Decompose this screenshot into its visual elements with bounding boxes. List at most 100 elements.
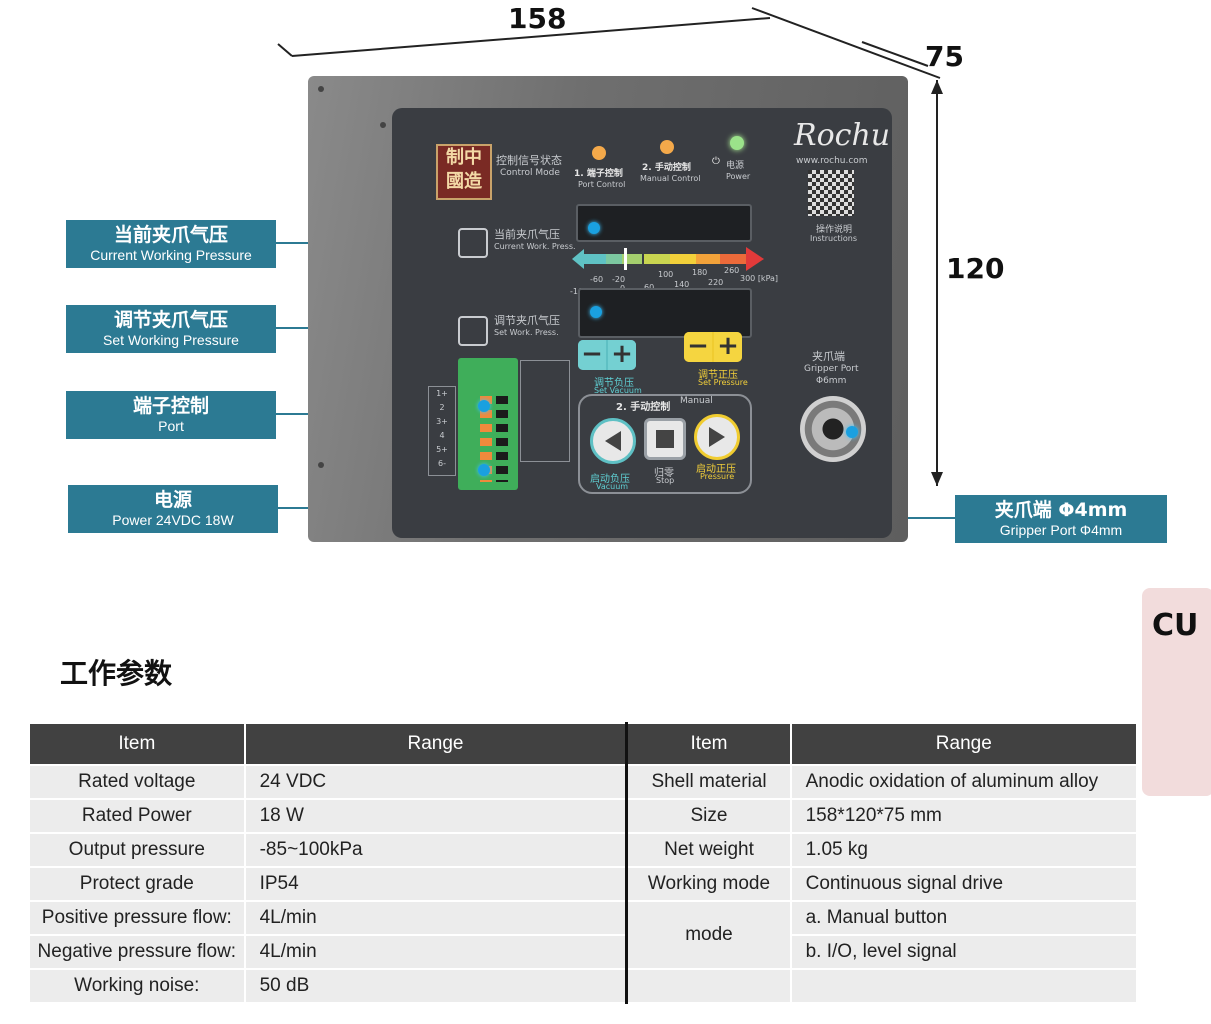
callout-zh: 调节夹爪气压 — [113, 309, 228, 331]
set-pressure-display — [578, 288, 752, 338]
gripper-port-label: 夹爪端 — [812, 350, 845, 363]
table-header-row: Item Range Item Range — [28, 722, 1139, 766]
control-signal-label: 控制信号状态 — [496, 154, 562, 167]
start-vacuum-label: 启动负压 — [590, 474, 630, 485]
scale-tick: -60 — [590, 275, 604, 284]
cell: Rated voltage — [28, 764, 246, 800]
screw-icon — [380, 122, 386, 128]
table-row: Rated voltage 24 VDC Shell material Anod… — [28, 764, 1139, 800]
stop-button[interactable] — [644, 418, 686, 460]
scale-tick: 140 — [674, 280, 690, 289]
terminal-label-strip: 1+ 2 3+ 4 5+ 6- — [428, 386, 456, 476]
callout-en: Power 24VDC 18W — [112, 512, 234, 528]
table-row: Negative pressure flow: 4L/min b. I/O, l… — [28, 934, 1139, 970]
callout-set-pressure: 调节夹爪气压 Set Working Pressure — [66, 305, 276, 353]
table-row: Working noise: 50 dB — [28, 968, 1139, 1004]
callout-en: Port — [158, 418, 184, 434]
cell: Continuous signal drive — [789, 866, 1139, 902]
instructions-label: 操作说明 — [816, 225, 853, 235]
terminal-label: 5+ — [436, 445, 448, 454]
set-pressure-label: 调节夹爪气压 — [494, 314, 560, 327]
vacuum-adjust-buttons[interactable]: − + — [578, 340, 636, 370]
callout-zh: 端子控制 — [132, 395, 209, 417]
callout-gripper: 夹爪端 Φ4mm Gripper Port Φ4mm — [955, 495, 1167, 543]
cell: Negative pressure flow: — [28, 934, 246, 970]
gripper-callout-dot — [846, 426, 858, 438]
callout-en: Current Working Pressure — [90, 247, 252, 263]
china-seal: 制中國造 — [436, 144, 492, 200]
qr-code-icon — [808, 170, 854, 216]
table-row: Rated Power 18 W Size 158*120*75 mm — [28, 798, 1139, 834]
cell: mode — [625, 900, 792, 970]
port-callout-dot — [478, 400, 490, 412]
scale-tick: 220 — [708, 278, 724, 287]
cell: IP54 — [243, 866, 628, 902]
start-pressure-button[interactable] — [694, 414, 740, 460]
manual-control-en: Manual Control — [640, 174, 701, 183]
instructions-en: Instructions — [810, 234, 857, 243]
terminal-label: 1+ — [436, 389, 448, 398]
triangle-right-icon — [709, 427, 725, 447]
side-tab-label: CU — [1152, 608, 1199, 643]
start-pressure-en: Pressure — [700, 472, 735, 481]
callout-en: Gripper Port Φ4mm — [999, 522, 1123, 538]
control-signal-en: Control Mode — [500, 168, 560, 178]
table-row: Positive pressure flow: 4L/min mode a. M… — [28, 900, 1139, 970]
cell — [625, 968, 792, 1004]
terminal-legend — [520, 360, 570, 462]
cell — [789, 968, 1139, 1004]
current-pressure-en: Current Work. Press. — [494, 242, 576, 251]
vacuum-minus-button[interactable]: − — [578, 340, 606, 370]
height-dimension: 120 — [946, 252, 1005, 285]
cell: 18 W — [243, 798, 628, 834]
cell: 4L/min — [243, 934, 628, 970]
cell: Rated Power — [28, 798, 246, 834]
terminal-tabs — [480, 396, 492, 482]
power-icon: ⏻ — [712, 156, 720, 167]
header-item: Item — [625, 722, 792, 766]
stop-label: 归零 — [654, 468, 674, 479]
pressure-plus-button[interactable]: + — [714, 332, 742, 362]
side-tab: CU — [1142, 588, 1211, 796]
header-range: Range — [243, 722, 628, 766]
sliders-icon — [458, 316, 488, 346]
cell: Protect grade — [28, 866, 246, 902]
website-label: www.rochu.com — [796, 156, 868, 166]
power-led — [730, 136, 744, 150]
header-item: Item — [28, 722, 246, 766]
header-range: Range — [789, 722, 1139, 766]
pressure-adjust-buttons[interactable]: − + — [684, 332, 742, 362]
gripper-port-size: Φ6mm — [816, 376, 847, 386]
square-stop-icon — [656, 430, 674, 448]
cell: b. I/O, level signal — [789, 934, 1139, 970]
start-vacuum-en: Vacuum — [596, 482, 629, 491]
pressure-minus-button[interactable]: − — [684, 332, 712, 362]
cell: 4L/min — [243, 900, 628, 936]
power-en: Power — [726, 172, 751, 181]
terminal-label: 4 — [439, 431, 445, 440]
current-pressure-label: 当前夹爪气压 — [494, 228, 560, 241]
start-vacuum-button[interactable] — [590, 418, 636, 464]
vacuum-adjust-en: Set Vacuum — [594, 386, 642, 395]
callout-zh: 夹爪端 Φ4mm — [994, 499, 1128, 521]
screw-icon — [318, 86, 324, 92]
port-control-led — [592, 146, 606, 160]
set-pressure-en: Set Work. Press. — [494, 328, 559, 337]
callout-power: 电源 Power 24VDC 18W — [68, 485, 278, 533]
current-pressure-display — [576, 204, 752, 242]
current-callout-dot — [588, 222, 600, 234]
terminal-holes — [496, 396, 508, 482]
pressure-adjust-label: 调节正压 — [698, 370, 738, 381]
cell: Working mode — [625, 866, 792, 902]
cell: Working noise: — [28, 968, 246, 1004]
cell: 158*120*75 mm — [789, 798, 1139, 834]
cell: Shell material — [625, 764, 792, 800]
vacuum-plus-button[interactable]: + — [608, 340, 636, 370]
cell: Positive pressure flow: — [28, 900, 246, 936]
scale-tick: 300 [kPa] — [740, 274, 779, 283]
spec-table: Item Range Item Range Rated voltage 24 V… — [28, 722, 1139, 1004]
manual-control-label: 2. 手动控制 — [642, 163, 691, 173]
callout-en: Set Working Pressure — [103, 332, 239, 348]
pressure-scale-bar — [572, 247, 764, 271]
brand-logo: Rochu — [794, 118, 891, 153]
